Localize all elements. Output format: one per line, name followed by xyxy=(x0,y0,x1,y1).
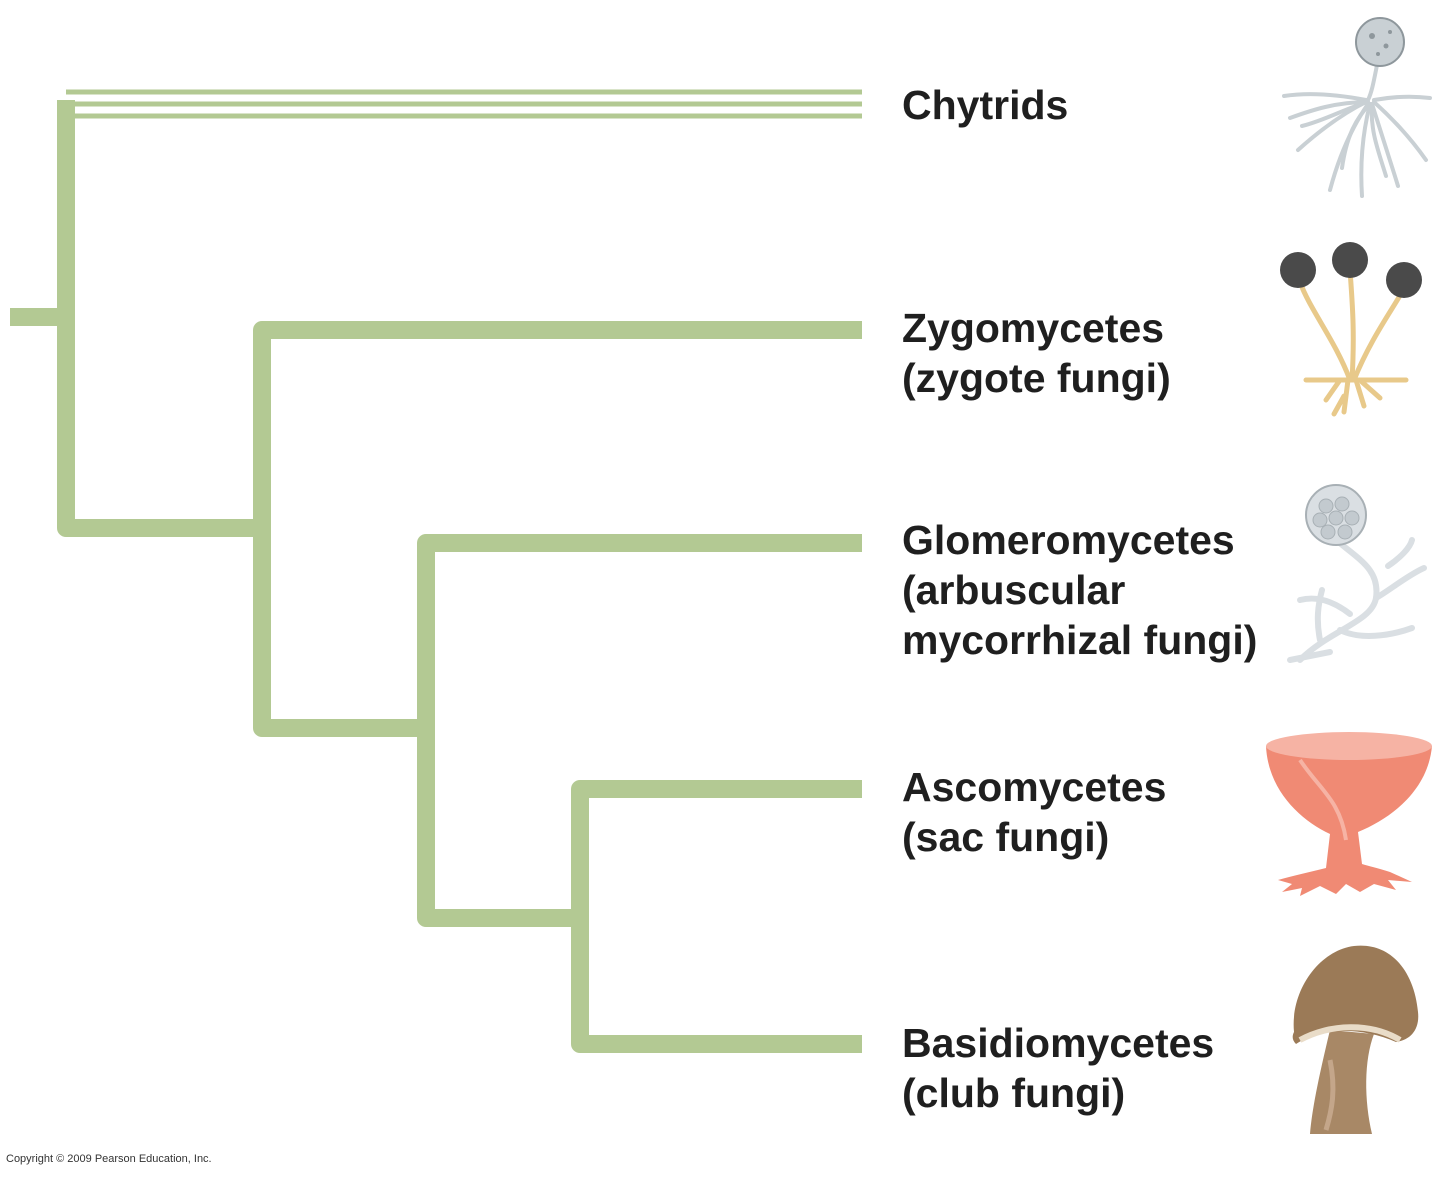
taxon-label-basidiomycetes: Basidiomycetes (club fungi) xyxy=(902,1018,1214,1118)
taxon-label-glomeromycetes: Glomeromycetes (arbuscular mycorrhizal f… xyxy=(902,515,1257,665)
taxon-name: Ascomycetes xyxy=(902,764,1167,810)
taxon-common-name: (club fungi) xyxy=(902,1070,1126,1116)
branch-node-4 xyxy=(571,780,862,1053)
taxon-name: Glomeromycetes xyxy=(902,517,1235,563)
branch-node-3 xyxy=(417,534,862,927)
taxon-common-name: (zygote fungi) xyxy=(902,355,1171,401)
taxon-common-name-line1: (arbuscular xyxy=(902,567,1126,613)
zygomycete-icon xyxy=(1280,242,1422,417)
taxon-label-chytrids: Chytrids xyxy=(902,80,1068,130)
branch-node-2 xyxy=(253,321,862,737)
taxon-name: Chytrids xyxy=(902,82,1069,128)
taxon-name: Basidiomycetes xyxy=(902,1020,1215,1066)
copyright-notice: Copyright © 2009 Pearson Education, Inc. xyxy=(6,1153,212,1165)
taxon-common-name-line2: mycorrhizal fungi) xyxy=(902,617,1258,663)
glomeromycete-icon xyxy=(1287,484,1427,663)
taxon-name: Zygomycetes xyxy=(902,305,1165,351)
sac-fungus-icon xyxy=(1266,732,1432,896)
chytrid-icon xyxy=(1282,17,1432,198)
mushroom-icon xyxy=(1292,945,1419,1134)
taxon-label-zygomycetes: Zygomycetes (zygote fungi) xyxy=(902,303,1171,403)
taxon-label-ascomycetes: Ascomycetes (sac fungi) xyxy=(902,762,1166,862)
taxon-common-name: (sac fungi) xyxy=(902,814,1110,860)
tree-branches xyxy=(10,89,862,1053)
branch-node-1 xyxy=(57,100,266,537)
